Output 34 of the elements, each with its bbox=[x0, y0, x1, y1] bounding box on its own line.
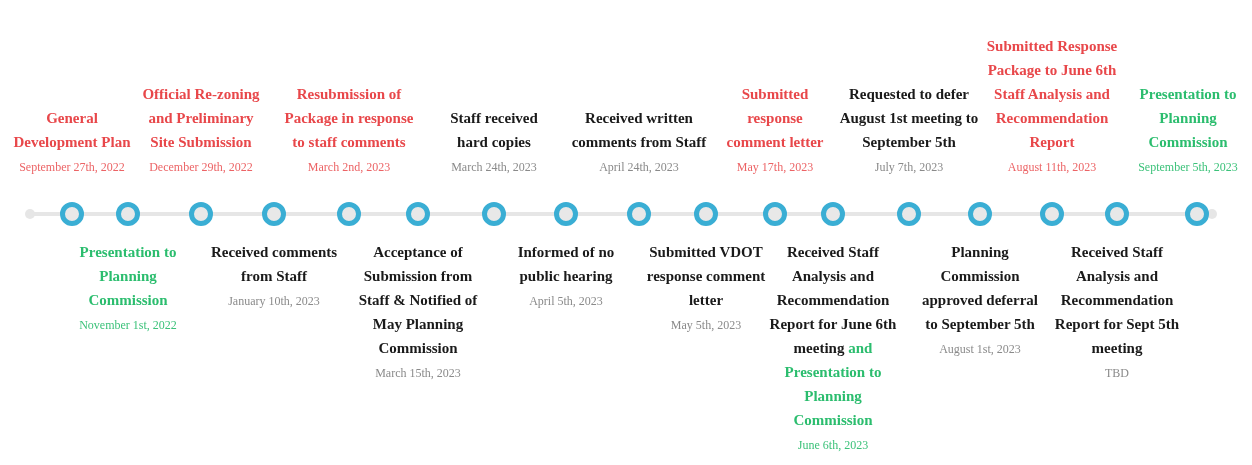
event-title: Official Re-zoning and Preliminary Site Submission bbox=[141, 85, 261, 152]
event-title: Presentation to Planning Commission bbox=[78, 243, 178, 310]
event-date: January 10th, 2023 bbox=[228, 293, 320, 310]
event-title: Received Staff Analysis and Recommendation Report for June 6th meeting and Presentation to Planning Commission bbox=[769, 243, 897, 430]
event-date: September 27th, 2022 bbox=[19, 159, 125, 176]
event-title: Submitted VDOT response comment letter bbox=[646, 243, 766, 310]
event-title: Planning Commission approved deferral to September 5th bbox=[921, 243, 1039, 334]
event-date: August 11th, 2023 bbox=[1007, 159, 1097, 176]
event-date: March 24th, 2023 bbox=[451, 159, 537, 176]
event-title: Received Staff Analysis and Recommendation Report for Sept 5th meeting bbox=[1053, 243, 1181, 358]
event-date: April 24th, 2023 bbox=[599, 159, 679, 176]
event-date: April 5th, 2023 bbox=[529, 293, 603, 310]
event-date: November 1st, 2022 bbox=[79, 317, 177, 334]
event-title: Presentation to Planning Commission bbox=[1138, 85, 1238, 152]
event-date: March 2nd, 2023 bbox=[307, 159, 391, 176]
event-title: Received comments from Staff bbox=[209, 243, 339, 286]
event-date: May 5th, 2023 bbox=[670, 317, 742, 334]
event-title: Submitted Response Package to June 6th Staff Analysis and Recommendation Report bbox=[985, 37, 1119, 152]
event-title: Requested to defer August 1st meeting to September 5th bbox=[839, 85, 979, 152]
event-date: July 7th, 2023 bbox=[874, 159, 944, 176]
event-date: TBD bbox=[1105, 365, 1129, 382]
event-title: Staff received hard copies bbox=[449, 109, 539, 152]
event-date: December 29th, 2022 bbox=[149, 159, 253, 176]
event-title: Received written comments from Staff bbox=[571, 109, 707, 152]
event-title: Submitted response comment letter bbox=[725, 85, 825, 152]
event-date: September 5th, 2023 bbox=[1138, 159, 1238, 176]
event-title: Acceptance of Submission from Staff & Notified of May Planning Commission bbox=[357, 243, 479, 358]
event-date: May 17th, 2023 bbox=[736, 159, 814, 176]
event-title: General Development Plan bbox=[12, 109, 132, 152]
event-title: Informed of no public hearing bbox=[516, 243, 616, 286]
event-date: August 1st, 2023 bbox=[939, 341, 1021, 358]
event-title: Resubmission of Package in response to staff comments bbox=[284, 85, 414, 152]
event-date: March 15th, 2023 bbox=[375, 365, 461, 382]
event-date: June 6th, 2023 bbox=[797, 437, 869, 454]
